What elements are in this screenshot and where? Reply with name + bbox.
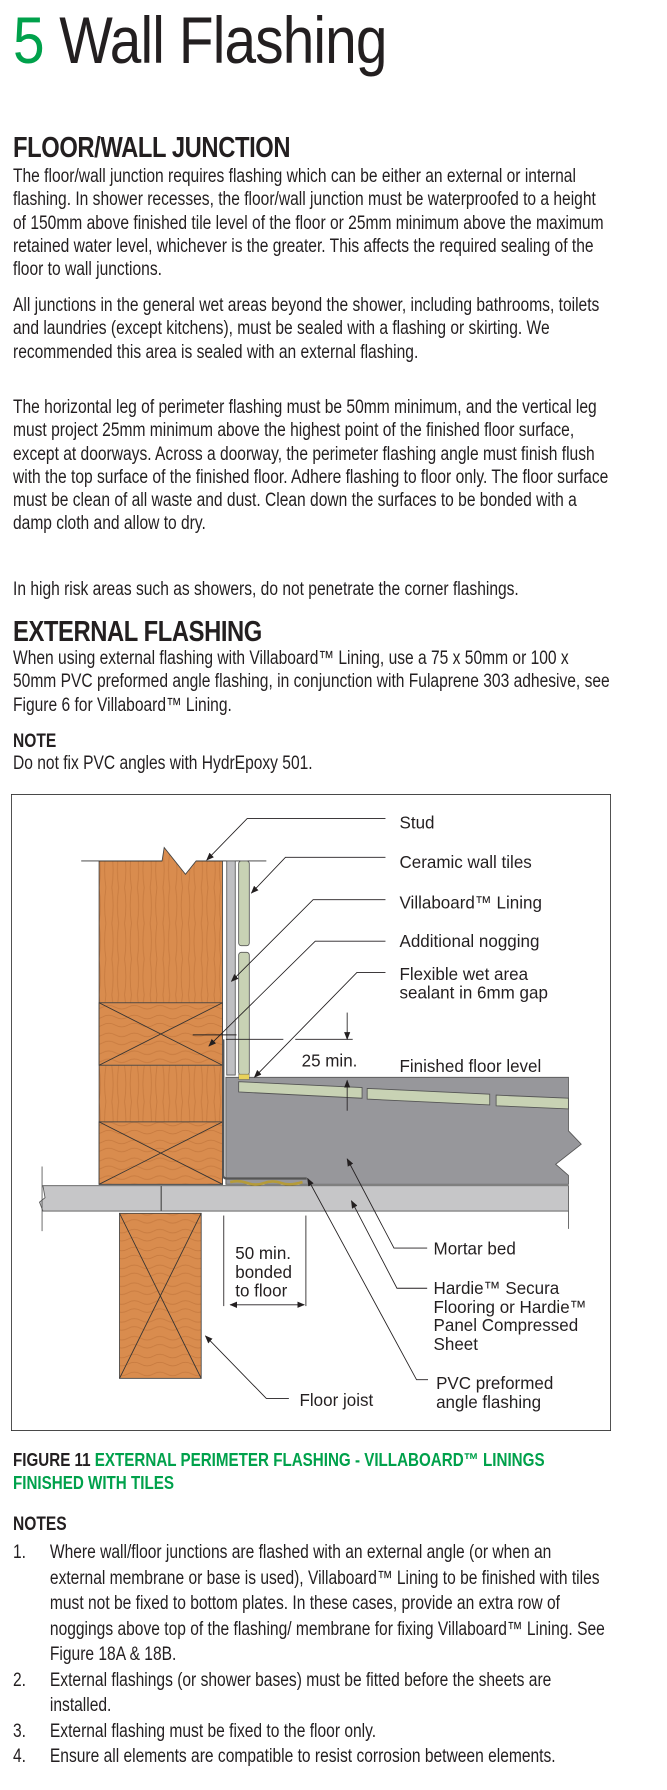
label-50-min-line2: bonded <box>235 1262 292 1282</box>
note-text: Do not fix PVC angles with HydrEpoxy 501… <box>13 753 313 774</box>
wall-tile <box>238 860 250 947</box>
label-50-min-line1: 50 min. <box>235 1243 291 1263</box>
label-floor-joist: Floor joist <box>300 1390 374 1410</box>
mortar-bed <box>225 1076 582 1185</box>
note-item: 2. External flashings (or shower bases) m… <box>13 1668 610 1719</box>
flashing-diagram: Stud Ceramic wall tiles Villaboard™ Lini… <box>11 794 611 1431</box>
external-flashing-paragraph: When using external flashing with Villab… <box>13 648 610 716</box>
label-25-min: 25 min. <box>302 1050 358 1070</box>
wall-tile <box>238 951 250 1076</box>
section-title: Wall Flashing <box>59 3 387 77</box>
note-item: 3. External flashing must be fixed to the… <box>13 1719 610 1745</box>
notes-heading: NOTES <box>13 1514 67 1535</box>
label-finished-floor-level: Finished floor level <box>400 1056 542 1076</box>
label-sealant-line1: Flexible wet area <box>400 964 529 984</box>
note-number: 2. <box>13 1669 27 1691</box>
label-hardie-line1: Hardie™ Secura <box>434 1278 560 1298</box>
note-number: 4. <box>13 1746 27 1767</box>
external-flashing-heading: EXTERNAL FLASHING <box>13 616 262 648</box>
nogging-upper <box>98 1002 223 1066</box>
section-number: 5 <box>13 3 45 77</box>
floor-wall-paragraph-3: The horizontal leg of perimeter flashing… <box>13 397 609 535</box>
label-stud: Stud <box>400 812 435 832</box>
label-mortar-bed: Mortar bed <box>434 1238 516 1258</box>
nogging-lower <box>98 1121 223 1185</box>
label-nogging: Additional nogging <box>400 931 540 951</box>
note-text: External flashing must be fixed to the f… <box>49 1720 377 1742</box>
note-heading: NOTE <box>13 731 57 752</box>
note-text: Ensure all elements are compatible to re… <box>49 1746 556 1767</box>
label-villaboard: Villaboard™ Lining <box>400 892 542 912</box>
floor-joist <box>119 1212 202 1379</box>
figure-number: FIGURE 11 <box>13 1449 91 1470</box>
villaboard-lining <box>226 860 236 1076</box>
label-pvc-line1: PVC preformed <box>436 1373 553 1393</box>
note-item: 1. Where wall/floor junctions are flashed… <box>13 1540 610 1668</box>
floor-tile <box>238 1081 363 1099</box>
note-item: 4. Ensure all elements are compatible to … <box>13 1744 610 1770</box>
adhesive <box>229 1179 303 1186</box>
floor-wall-heading: FLOOR/WALL JUNCTION <box>13 132 291 164</box>
figure-title: EXTERNAL PERIMETER FLASHING - VILLABOARD… <box>13 1449 545 1493</box>
floor-tile <box>495 1094 569 1110</box>
label-ceramic-tiles: Ceramic wall tiles <box>400 852 533 872</box>
label-hardie-line2: Flooring or Hardie™ <box>434 1296 587 1316</box>
sealant <box>238 1073 250 1080</box>
label-pvc-line2: angle flashing <box>436 1391 541 1411</box>
floor-wall-paragraph-1: The floor/wall junction requires flashin… <box>13 166 604 281</box>
note-number: 3. <box>13 1720 27 1742</box>
note-number: 1. <box>13 1542 27 1563</box>
floor-tile <box>366 1087 491 1106</box>
label-sealant-line2: sealant in 6mm gap <box>400 982 548 1002</box>
notes-list: 1. Where wall/floor junctions are flashed… <box>13 1540 610 1770</box>
floor-sheet <box>38 1185 569 1212</box>
floor-wall-paragraph-2: All junctions in the general wet areas b… <box>13 295 600 363</box>
note-text: External flashings (or shower bases) mus… <box>49 1669 552 1717</box>
figure-caption: FIGURE 11 EXTERNAL PERIMETER FLASHING - … <box>13 1448 616 1494</box>
note-text: Where wall/floor junctions are flashed w… <box>49 1542 605 1665</box>
label-hardie-line3: Panel Compressed <box>434 1315 579 1335</box>
label-50-min-line3: to floor <box>235 1280 287 1300</box>
floor-wall-paragraph-4: In high risk areas such as showers, do n… <box>13 579 519 600</box>
pvc-angle-flashing <box>222 1039 307 1180</box>
label-hardie-line4: Sheet <box>434 1333 479 1353</box>
